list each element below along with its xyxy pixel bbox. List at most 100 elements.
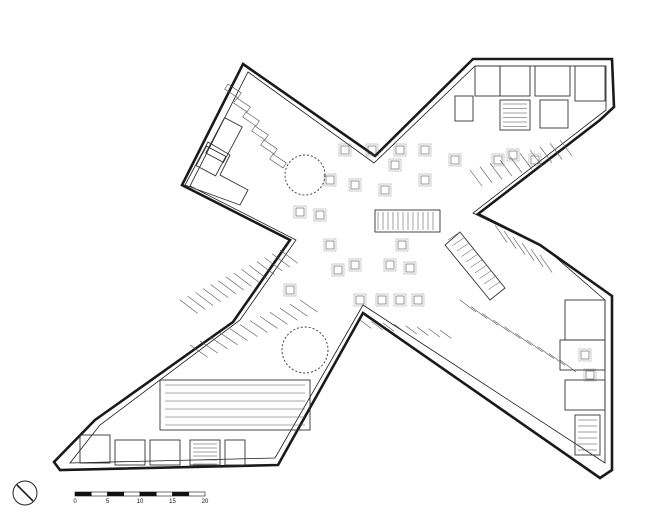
table-chairs [323, 238, 337, 252]
wing-desk [260, 139, 278, 155]
room-top-left [195, 145, 227, 177]
shelf [512, 236, 526, 255]
interior-wall-line [69, 65, 607, 464]
room-top-right-6 [454, 95, 474, 122]
shelving-layer [165, 139, 577, 426]
table-chairs [375, 293, 389, 307]
scale-label: 15 [169, 499, 176, 505]
scale-segment [188, 491, 206, 497]
wing-desk [224, 83, 242, 99]
table-chairs [348, 178, 362, 192]
shelf [521, 242, 535, 261]
shelf [279, 249, 298, 264]
shelf [394, 324, 406, 333]
table-chairs [323, 173, 337, 187]
wing-desk [251, 125, 269, 141]
room-top-right-3 [534, 65, 571, 97]
shelf [530, 248, 544, 267]
shelf [416, 326, 429, 336]
table [395, 145, 405, 155]
room-bottom-right-2 [559, 339, 606, 371]
table-chairs [348, 258, 362, 272]
shelf [482, 313, 499, 326]
table [295, 207, 305, 217]
shelf [269, 312, 288, 325]
shelf [229, 328, 248, 341]
table [315, 210, 325, 220]
north-arrow-icon [12, 480, 38, 506]
shelf [199, 340, 218, 354]
table-chairs [418, 173, 432, 187]
shelf [493, 319, 510, 333]
shelf [548, 353, 566, 366]
room-top-right-4 [574, 65, 606, 102]
room-top-right-1 [474, 65, 501, 97]
table [355, 295, 365, 305]
shelf [371, 321, 383, 331]
scale-segment [155, 491, 173, 497]
shelf [515, 333, 532, 346]
table [380, 185, 390, 195]
table-chairs [331, 263, 345, 277]
table-chairs [293, 205, 307, 219]
exterior-wall [52, 57, 616, 480]
table [325, 175, 335, 185]
table-chairs [418, 143, 432, 157]
shelf [219, 332, 238, 346]
table-chairs [353, 293, 367, 307]
escalator-tread [456, 242, 470, 252]
table-chairs [578, 348, 592, 362]
room-bottom-left-1 [79, 434, 111, 464]
room-top-right-5 [539, 99, 569, 129]
table [493, 155, 503, 165]
shelf [359, 319, 372, 329]
shelf [256, 261, 275, 275]
shelf [241, 268, 260, 283]
table-chairs [383, 258, 397, 272]
table [508, 150, 518, 160]
shelf [489, 163, 503, 180]
escalator-tread [479, 270, 492, 279]
table [450, 155, 460, 165]
shelf [526, 339, 543, 353]
table [420, 145, 430, 155]
shelf [259, 316, 278, 329]
service-cores [79, 65, 606, 466]
room-bottom-right-3 [564, 379, 606, 411]
stair-top-right [499, 99, 531, 131]
central-stair [374, 209, 441, 233]
table [350, 180, 360, 190]
table [397, 240, 407, 250]
shelf [405, 325, 418, 335]
table-chairs [283, 283, 297, 297]
shelf [218, 280, 237, 295]
shelf [494, 224, 508, 243]
wing-desk [233, 97, 251, 113]
shelf [272, 253, 291, 268]
shelf [209, 336, 228, 350]
room-bottom-left-3 [149, 439, 181, 466]
shelf [289, 303, 308, 317]
shelf [210, 284, 229, 299]
table [350, 260, 360, 270]
table [333, 265, 343, 275]
shelf [470, 306, 488, 319]
shelf [559, 359, 577, 373]
shelf [202, 288, 221, 302]
room-bottom-left-2 [114, 439, 146, 466]
wing-desk [242, 111, 260, 127]
scale-label: 10 [137, 499, 144, 505]
stair-bottom-right [574, 414, 601, 456]
furniture-layer [224, 83, 597, 382]
table [340, 145, 350, 155]
table [580, 350, 590, 360]
table [325, 240, 335, 250]
shelf [499, 159, 513, 177]
wing-desk [269, 153, 287, 169]
scale-segment [90, 491, 108, 497]
shelf [539, 146, 553, 163]
core-top-left [184, 141, 249, 206]
table-chairs [393, 143, 407, 157]
scale-segment [107, 491, 125, 497]
scale-segment [123, 491, 141, 497]
